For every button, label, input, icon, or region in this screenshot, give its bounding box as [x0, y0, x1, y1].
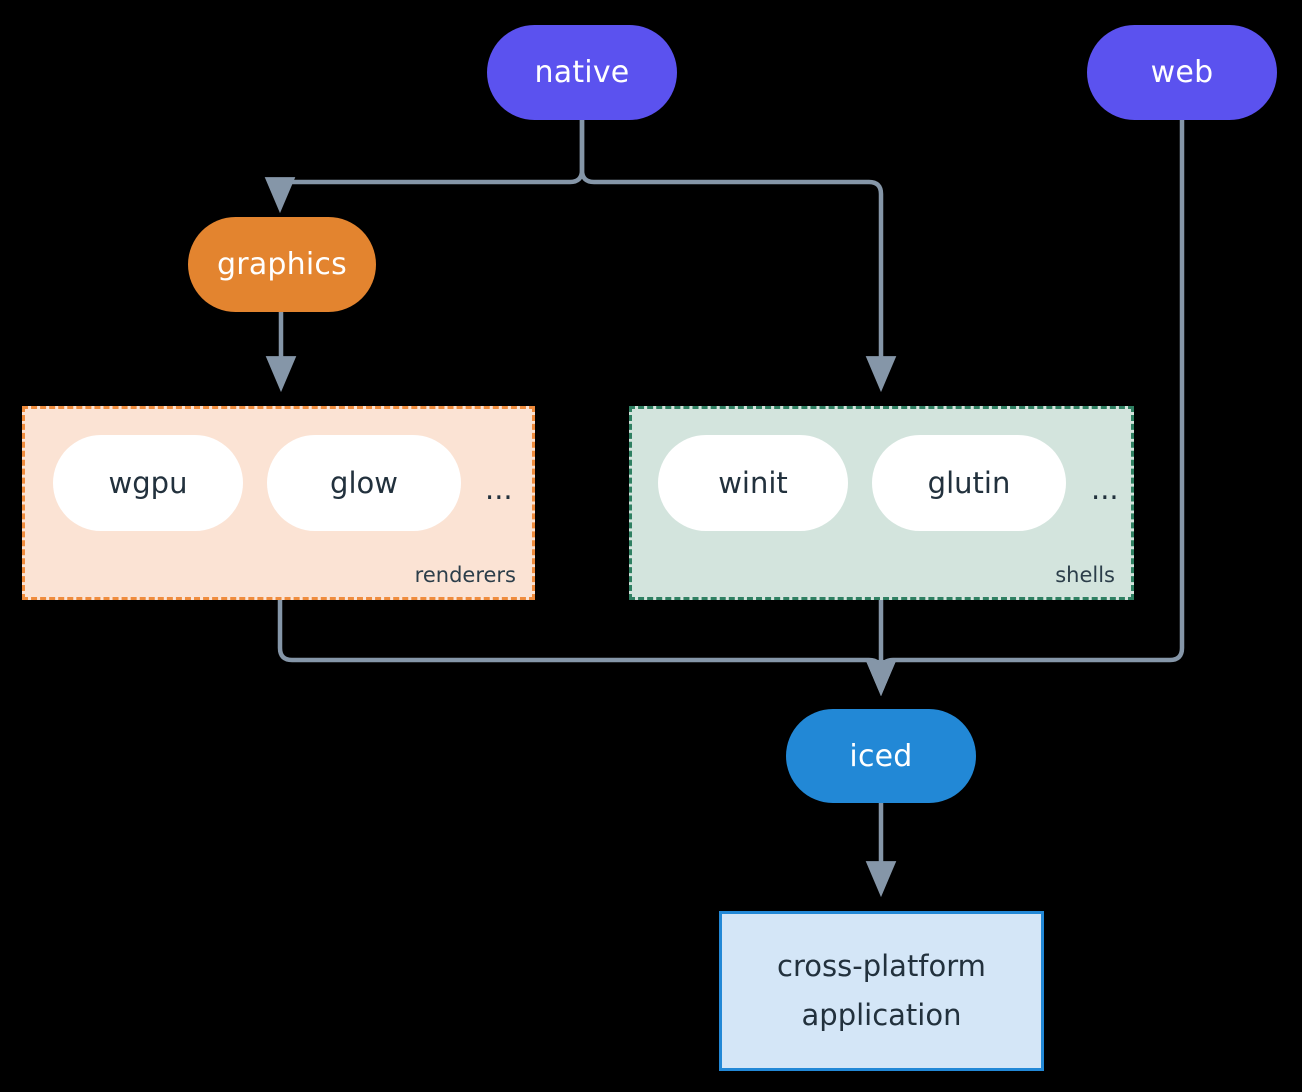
node-graphics[interactable]: graphics	[188, 217, 376, 312]
application-label-line1: cross-platform	[777, 948, 986, 983]
edge-native-to-graphics	[264, 120, 585, 214]
edge-web-to-iced	[865, 120, 1185, 697]
node-winit-label: winit	[718, 466, 788, 500]
node-glow[interactable]: glow	[267, 435, 461, 531]
node-wgpu-label: wgpu	[108, 466, 188, 500]
node-web[interactable]: web	[1087, 25, 1277, 120]
node-cross-platform-application[interactable]: cross-platform application	[719, 911, 1044, 1071]
node-winit[interactable]: winit	[658, 435, 848, 531]
cluster-renderers-label: renderers	[414, 563, 516, 587]
node-glutin[interactable]: glutin	[872, 435, 1066, 531]
cluster-shells: winit glutin ... shells	[629, 406, 1134, 600]
node-glow-label: glow	[330, 466, 398, 500]
application-label-line2: application	[801, 998, 962, 1032]
edge-native-to-shells	[579, 120, 897, 393]
node-graphics-label: graphics	[217, 247, 347, 282]
renderers-overflow-ellipsis: ...	[485, 472, 513, 506]
cluster-renderers: wgpu glow ... renderers	[22, 406, 535, 600]
node-iced[interactable]: iced	[786, 709, 976, 803]
cluster-shells-label: shells	[1055, 563, 1115, 587]
shells-overflow-ellipsis: ...	[1091, 472, 1119, 506]
node-native[interactable]: native	[487, 25, 677, 120]
node-native-label: native	[534, 55, 630, 90]
node-wgpu[interactable]: wgpu	[53, 435, 243, 531]
node-iced-label: iced	[849, 738, 913, 774]
edge-renderers-to-iced	[277, 600, 897, 697]
node-web-label: web	[1150, 55, 1214, 90]
node-glutin-label: glutin	[927, 466, 1011, 500]
